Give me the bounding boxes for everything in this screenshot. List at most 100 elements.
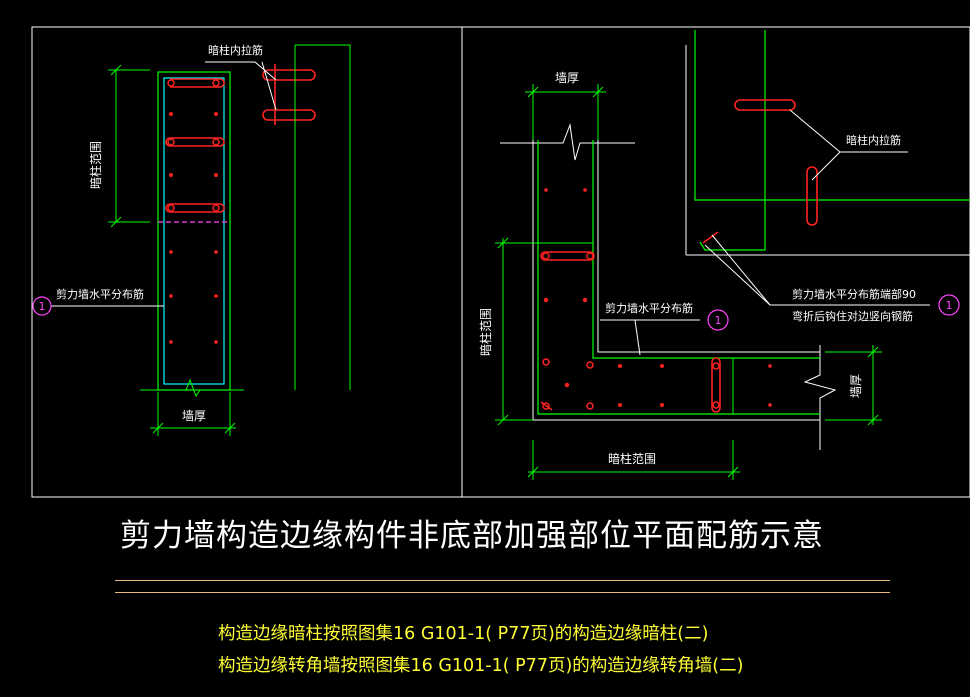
rebar-dot	[543, 297, 549, 303]
left-callout-circle	[32, 296, 52, 316]
left-tie-bar-detail	[262, 64, 316, 125]
rebar-dot	[167, 204, 175, 212]
dim-tick	[152, 422, 164, 434]
left-wall-outline	[157, 71, 231, 391]
rebar-dot	[214, 340, 218, 344]
right-note-line1: 剪力墙水平分布筋端部90	[792, 287, 916, 301]
rebar-dot	[167, 79, 175, 87]
rebar-dot	[542, 358, 550, 366]
right-label-column-range-bottom: 暗柱范围	[608, 451, 656, 466]
left-frame	[31, 26, 463, 498]
rebar-dot	[712, 401, 720, 409]
right-callout-circle-right	[938, 294, 960, 316]
right-callout-number-middle: 1	[715, 314, 722, 327]
left-label-tie-bar: 暗柱内拉筋	[208, 43, 263, 57]
corner-hook	[702, 231, 719, 244]
rebar-dot	[586, 402, 594, 410]
right-corner-detail: 暗柱内拉筋 剪力墙水平分布筋端部90 弯折后钩住对边竖向钢筋 1	[685, 30, 970, 323]
right-frame	[461, 26, 970, 498]
left-label-wall-thickness: 墙厚	[182, 409, 206, 423]
left-tie-leader	[205, 61, 277, 81]
rebar-dot	[586, 252, 594, 260]
title-rule-top	[115, 580, 890, 581]
left-break-mark	[140, 378, 244, 398]
left-tie-bars	[165, 78, 225, 213]
left-label-column-range: 暗柱范围	[88, 141, 103, 189]
rebar-dot	[169, 340, 173, 344]
right-tie-bars	[540, 251, 721, 413]
right-wall-inner	[597, 140, 820, 353]
right-label-wall-thickness-right: 墙厚	[849, 374, 863, 398]
rebar-dot	[212, 204, 220, 212]
rebar-dot	[214, 250, 218, 254]
dim-tick	[224, 422, 236, 434]
rebar-dot	[542, 252, 550, 260]
rebar-dot	[660, 364, 664, 368]
tie-bar	[165, 137, 225, 147]
title-rule-bottom	[115, 592, 890, 593]
dim-tick	[497, 414, 509, 426]
corner-tie-bar-2	[806, 166, 818, 226]
tie-bar-sample	[262, 109, 316, 121]
rebar-dot	[214, 173, 218, 177]
left-label-horizontal-bar: 剪力墙水平分布筋	[56, 287, 144, 301]
right-wall-outer	[532, 140, 820, 421]
rebar-dot	[214, 294, 218, 298]
rebar-dot	[214, 112, 218, 116]
left-ref-line	[295, 44, 351, 390]
tie-bar-sample	[262, 69, 316, 81]
rebar-dot	[618, 403, 622, 407]
rebar-dot	[768, 364, 772, 368]
drawing-title: 剪力墙构造边缘构件非底部加强部位平面配筋示意	[120, 518, 824, 554]
right-stirrup-inner	[592, 140, 820, 359]
rebar-dot	[169, 173, 173, 177]
tie-bar	[170, 78, 225, 88]
right-label-horizontal-bar: 剪力墙水平分布筋	[605, 301, 693, 315]
rebar-dot	[169, 112, 173, 116]
right-rebar-dots	[542, 188, 772, 410]
rebar-dot	[212, 138, 220, 146]
right-break-side	[803, 345, 837, 450]
rebar-dot	[544, 188, 548, 192]
right-break-top	[500, 123, 635, 161]
right-note-line2: 弯折后钩住对边竖向钢筋	[792, 309, 913, 323]
rebar-dot	[582, 297, 588, 303]
right-stirrup-outer	[537, 140, 820, 415]
left-tie-leader-2	[261, 61, 277, 111]
left-stirrup	[163, 77, 225, 385]
dim-tick	[527, 466, 539, 478]
corner-stirrup	[694, 30, 970, 201]
left-rebar-dots	[167, 79, 220, 344]
rebar-dot	[542, 402, 550, 410]
corner-note-leader-2	[711, 234, 771, 306]
corner-tie-leader-2	[811, 151, 841, 181]
right-label-column-range-vertical: 暗柱范围	[478, 308, 493, 356]
rebar-dot	[768, 403, 772, 407]
right-detail: 墙厚 暗柱范围 暗柱范围 墙厚 剪力墙水平分布筋 1	[478, 30, 970, 480]
tie-bar	[165, 203, 225, 213]
tie-hook	[540, 401, 553, 411]
rebar-dot	[586, 361, 594, 369]
rebar-dot	[212, 79, 220, 87]
dim-tick	[727, 466, 739, 478]
tie-bar	[540, 251, 595, 261]
dim-tick	[497, 237, 509, 249]
right-horizontal-leader-2	[634, 319, 641, 356]
right-callout-number-right: 1	[946, 299, 953, 312]
rebar-dot	[167, 138, 175, 146]
rebar-dot	[660, 403, 664, 407]
tie-bar	[711, 357, 721, 413]
rebar-dot	[618, 364, 622, 368]
right-label-tie-bar: 暗柱内拉筋	[846, 133, 901, 147]
rebar-dot	[169, 250, 173, 254]
dim-tick	[110, 216, 122, 228]
note-line-2: 构造边缘转角墙按照图集16 G101-1( P77页)的构造边缘转角墙(二)	[218, 656, 744, 676]
rebar-dot	[583, 188, 587, 192]
dim-tick	[592, 86, 604, 98]
left-detail: 暗柱内拉筋 暗柱范围 剪力墙水平分布筋 1 墙厚	[32, 43, 351, 436]
rebar-dot	[169, 294, 173, 298]
right-label-wall-thickness-top: 墙厚	[555, 71, 579, 85]
dim-tick	[867, 414, 879, 426]
note-line-1: 构造边缘暗柱按照图集16 G101-1( P77页)的构造边缘暗柱(二)	[218, 624, 709, 644]
